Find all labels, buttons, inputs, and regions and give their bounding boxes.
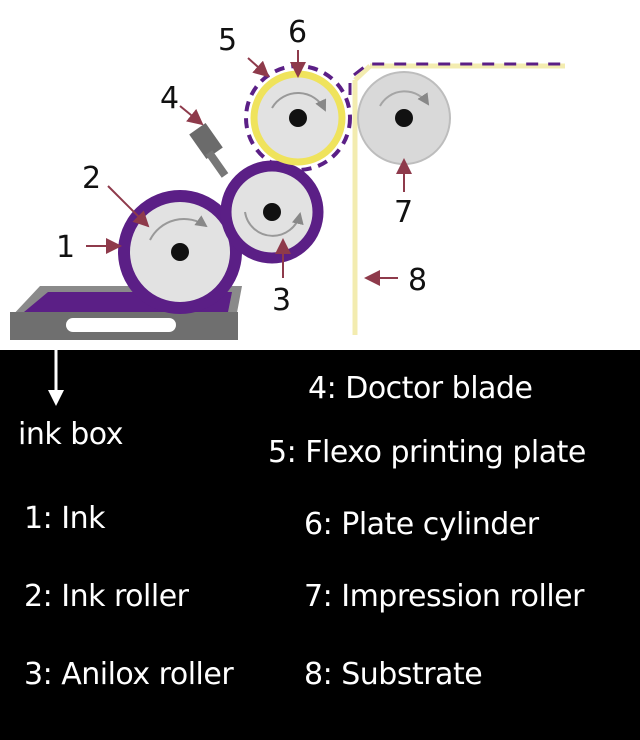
flexo-diagram-svg: 1 2 3 4 5 6 7 8 [10,15,565,340]
marker-2: 2 [82,161,101,196]
ink-box-arrow-icon [48,350,64,406]
pointer-arrows [86,50,412,286]
legend-item-1: 1: Ink [24,501,105,536]
ink-roller-icon [118,190,242,314]
legend-item-6: 6: Plate cylinder [304,507,539,542]
marker-3: 3 [272,283,291,318]
legend-item-4: 4: Doctor blade [308,371,533,406]
marker-4: 4 [160,81,179,116]
legend-panel: ink box 1: Ink 2: Ink roller 3: Anilox r… [0,350,640,740]
marker-5: 5 [218,23,237,58]
anilox-roller-icon [220,160,324,264]
marker-1: 1 [56,230,75,265]
marker-6: 6 [288,15,307,50]
flexo-diagram: 1 2 3 4 5 6 7 8 [0,0,640,350]
marker-8: 8 [408,263,427,298]
plate-cylinder-icon [244,64,352,172]
legend-item-2: 2: Ink roller [24,579,189,614]
legend-item-5: 5: Flexo printing plate [268,435,586,470]
doctor-blade-icon [189,122,229,178]
legend-item-3: 3: Anilox roller [24,657,234,692]
legend-item-7: 7: Impression roller [304,579,584,614]
marker-7: 7 [394,195,413,230]
substrate-web-icon [348,62,565,335]
legend-ink-box: ink box [18,417,124,452]
impression-roller-icon [357,71,451,165]
legend-item-8: 8: Substrate [304,657,483,692]
